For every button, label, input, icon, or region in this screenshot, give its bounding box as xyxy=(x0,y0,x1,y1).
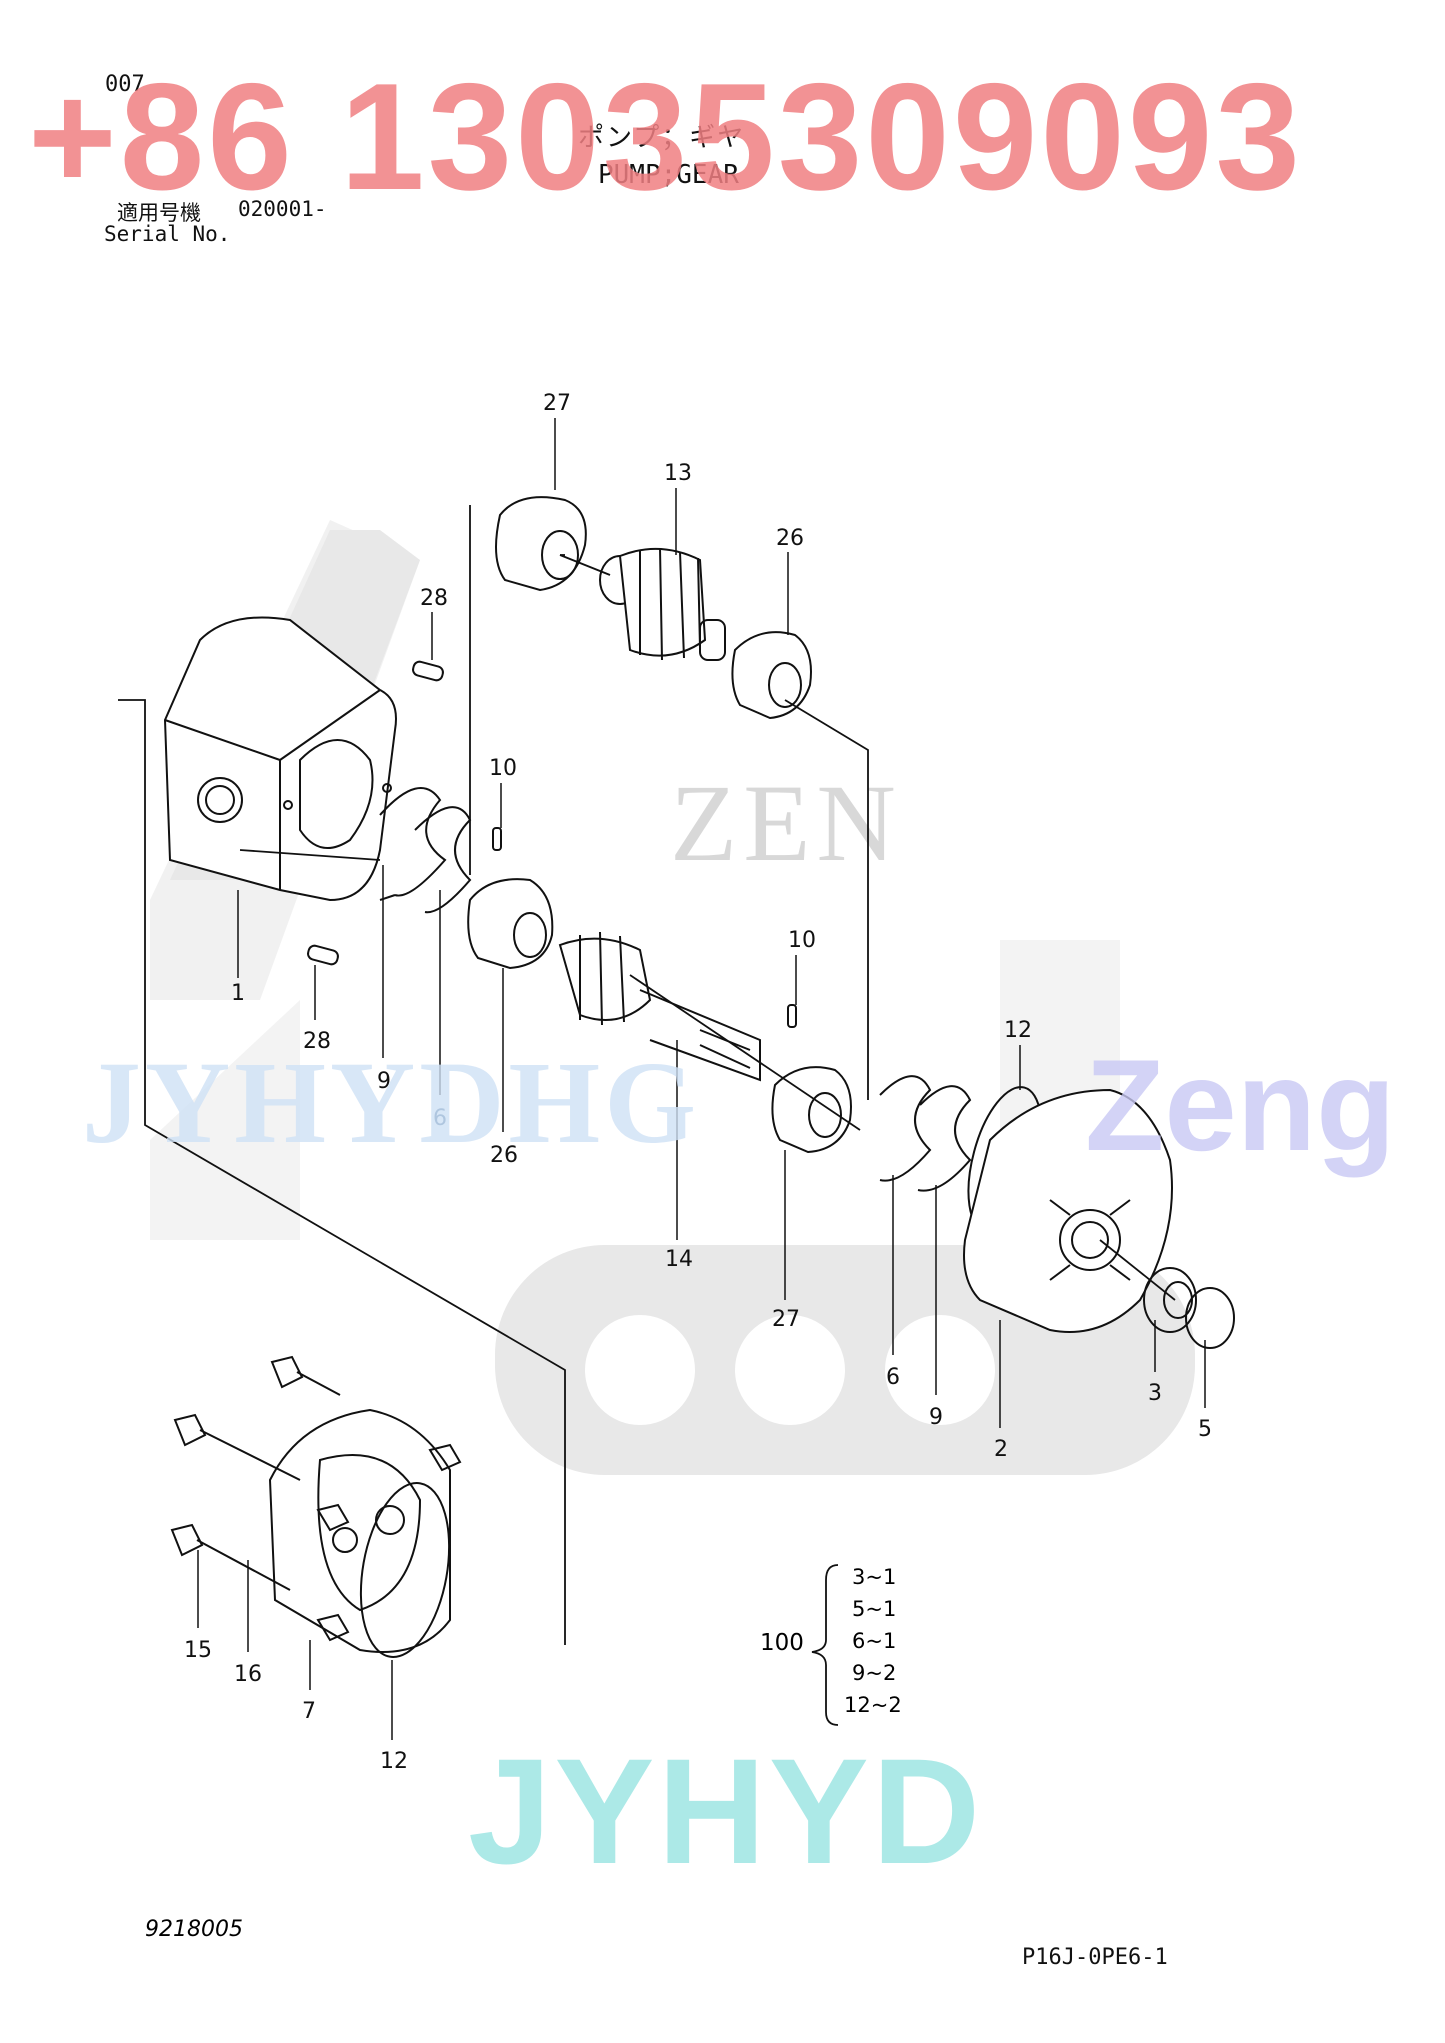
serial-label-japanese: 適用号機 xyxy=(117,201,201,225)
bushing-27-top xyxy=(495,496,587,592)
bolt-15-upper xyxy=(173,1413,301,1481)
pin-10-left xyxy=(492,827,502,851)
oil-seal-3 xyxy=(1143,1267,1197,1333)
drive-gear-shaft-14 xyxy=(558,931,761,1082)
dowel-pin-28-upper xyxy=(412,660,444,682)
bushing-26-top xyxy=(731,631,812,720)
kit-item: 5~1 xyxy=(852,1597,897,1621)
callout-3: 3 xyxy=(1148,1381,1162,1406)
watermark-zeng: Zeng xyxy=(1085,1032,1396,1178)
dowel-pin-28-lower xyxy=(307,944,339,966)
zen-logo-letters: ZEN xyxy=(670,762,902,884)
kit-item: 6~1 xyxy=(852,1629,897,1653)
bolt-16 xyxy=(270,1355,341,1396)
callout-27-lower: 27 xyxy=(772,1307,800,1332)
callout-27-top: 27 xyxy=(543,391,571,416)
callout-10-right: 10 xyxy=(788,928,816,953)
nut-7-c xyxy=(428,1443,462,1472)
watermark-jyhydhg: JYHYDHG xyxy=(82,1037,700,1168)
page-number: 007 xyxy=(105,72,145,97)
callout-26-lower: 26 xyxy=(490,1143,518,1168)
leader-lines xyxy=(197,418,1206,1740)
drawing-number: P16J-0PE6-1 xyxy=(1022,1945,1168,1970)
callout-26-top: 26 xyxy=(776,526,804,551)
nut-7-b xyxy=(316,1613,350,1642)
document-number: 9218005 xyxy=(145,1917,243,1942)
serial-label-english: Serial No. xyxy=(104,222,231,246)
driven-gear-13 xyxy=(559,547,726,661)
callout-6-left: 6 xyxy=(433,1106,447,1131)
callout-10-left: 10 xyxy=(489,756,517,781)
callout-labels: 27 13 26 28 10 1 28 9 6 26 10 14 27 12 6… xyxy=(184,391,1212,1774)
callout-9-right: 9 xyxy=(929,1405,943,1430)
callout-9-left: 9 xyxy=(377,1069,391,1094)
backup-ring-9-left xyxy=(379,787,447,901)
callout-14: 14 xyxy=(665,1247,693,1272)
watermark-phone-number: +86 13035309093 xyxy=(28,52,1303,222)
seal-6-right xyxy=(879,1075,932,1182)
callout-16: 16 xyxy=(234,1662,262,1687)
nut-7-a xyxy=(316,1503,350,1532)
kit-number: 100 xyxy=(760,1630,804,1656)
pin-10-right xyxy=(787,1004,797,1028)
assembly-guide-lines xyxy=(118,505,1176,1645)
rear-cover-assembly xyxy=(268,1408,451,1653)
kit-item: 12~2 xyxy=(844,1693,902,1717)
callout-2: 2 xyxy=(994,1437,1008,1462)
bushing-27-lower xyxy=(771,1066,852,1154)
serial-value: 020001- xyxy=(238,197,327,221)
callout-5: 5 xyxy=(1198,1417,1212,1442)
callout-15: 15 xyxy=(184,1638,212,1663)
snap-ring-5 xyxy=(1185,1287,1235,1349)
callout-1: 1 xyxy=(231,981,245,1006)
watermark-jyhyd: JYHYD xyxy=(468,1727,984,1895)
callout-12-upper: 12 xyxy=(1004,1018,1032,1043)
callout-28-lower: 28 xyxy=(303,1029,331,1054)
seal-6-left xyxy=(414,806,472,914)
callout-7: 7 xyxy=(302,1699,316,1724)
callout-28-top: 28 xyxy=(420,586,448,611)
callout-12-lower: 12 xyxy=(380,1749,408,1774)
kit-item: 3~1 xyxy=(852,1565,897,1589)
bolt-15-lower xyxy=(170,1523,291,1591)
o-ring-12-lower xyxy=(359,1482,451,1658)
callout-6-right: 6 xyxy=(886,1365,900,1390)
backup-ring-9-right xyxy=(917,1085,972,1192)
title-japanese: ポンプ；ギヤ xyxy=(578,123,746,153)
kit-bracket xyxy=(811,1564,839,1726)
front-cover-part-2 xyxy=(963,1088,1173,1333)
bushing-26-lower xyxy=(467,878,554,970)
title-english: PUMP;GEAR xyxy=(598,160,739,190)
callout-13: 13 xyxy=(664,461,692,486)
kit-item: 9~2 xyxy=(852,1661,897,1685)
pump-body-part-1 xyxy=(163,616,397,902)
